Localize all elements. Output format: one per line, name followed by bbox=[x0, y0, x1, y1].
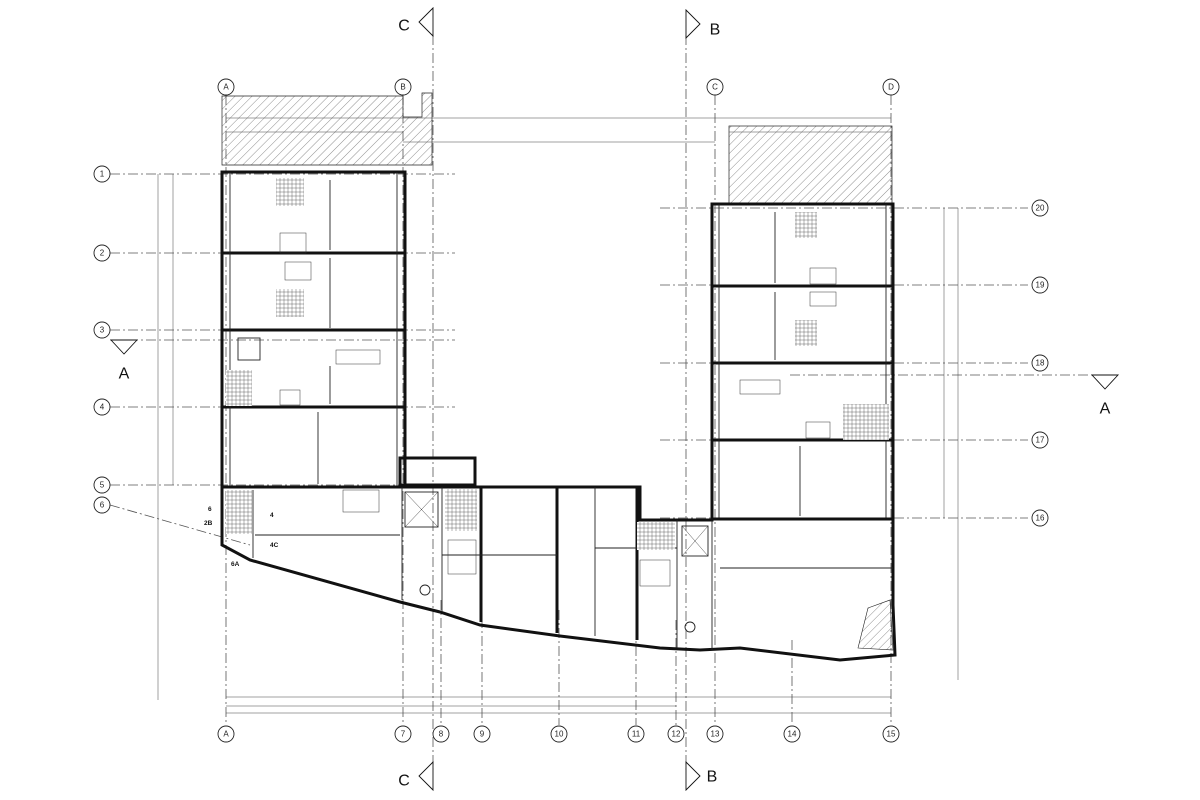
grid-label-top-b: B bbox=[400, 83, 405, 92]
section-markers: A A C C B B bbox=[109, 6, 1120, 792]
grid-label-bottom-13: 13 bbox=[711, 730, 720, 739]
grid-bubbles-bottom: A 7 8 9 10 11 12 13 14 15 bbox=[217, 725, 900, 743]
grid-label-bottom-15: 15 bbox=[887, 730, 896, 739]
grid-bubbles-left: 1 2 3 4 5 6 bbox=[93, 165, 111, 514]
grid-bubbles-right: 20 19 18 17 16 bbox=[1031, 199, 1049, 527]
section-a-left-label: A bbox=[119, 366, 130, 383]
grid-label-top-c: C bbox=[712, 83, 718, 92]
tag-6: 6 bbox=[208, 506, 212, 513]
tag-4c: 4C bbox=[270, 542, 279, 549]
grid-label-bottom-11: 11 bbox=[632, 730, 641, 739]
section-b-top-label: B bbox=[710, 22, 721, 39]
section-c-bottom-label: C bbox=[398, 773, 410, 790]
grid-label-top-a: A bbox=[223, 83, 229, 92]
dimension-lines bbox=[157, 117, 959, 714]
hatched-zones bbox=[221, 92, 893, 205]
grid-label-row-6: 6 bbox=[100, 501, 105, 510]
grid-bubbles-top: A B C D bbox=[217, 78, 900, 96]
section-c-top-label: C bbox=[398, 18, 410, 35]
grid-label-row-19: 19 bbox=[1036, 281, 1045, 290]
right-wing bbox=[710, 202, 895, 521]
grid-label-row-16: 16 bbox=[1036, 514, 1045, 523]
section-b-bottom-label: B bbox=[707, 769, 718, 786]
grid-label-bottom-a: A bbox=[223, 730, 229, 739]
grid-label-bottom-14: 14 bbox=[788, 730, 797, 739]
grid-label-row-2: 2 bbox=[100, 249, 105, 258]
grid-label-row-1: 1 bbox=[100, 170, 105, 179]
tag-6a: 6A bbox=[231, 561, 240, 568]
grid-label-bottom-10: 10 bbox=[555, 730, 564, 739]
grid-label-bottom-12: 12 bbox=[672, 730, 681, 739]
grid-label-row-4: 4 bbox=[100, 403, 105, 412]
tag-2b: 2B bbox=[204, 520, 213, 527]
grid-label-bottom-9: 9 bbox=[480, 730, 485, 739]
grid-label-row-17: 17 bbox=[1036, 436, 1045, 445]
left-wing bbox=[220, 170, 407, 489]
tag-4: 4 bbox=[270, 512, 274, 519]
section-a-right-label: A bbox=[1100, 401, 1111, 418]
grid-label-row-20: 20 bbox=[1036, 204, 1045, 213]
reference-tags: 6 2B 4 4C 6A bbox=[204, 506, 279, 568]
bottom-block bbox=[220, 456, 897, 662]
grid-label-bottom-8: 8 bbox=[439, 730, 444, 739]
grid-label-row-5: 5 bbox=[100, 481, 105, 490]
grid-label-row-3: 3 bbox=[100, 326, 105, 335]
grid-label-row-18: 18 bbox=[1036, 359, 1045, 368]
grid-label-bottom-7: 7 bbox=[401, 730, 406, 739]
grid-label-top-d: D bbox=[888, 83, 894, 92]
